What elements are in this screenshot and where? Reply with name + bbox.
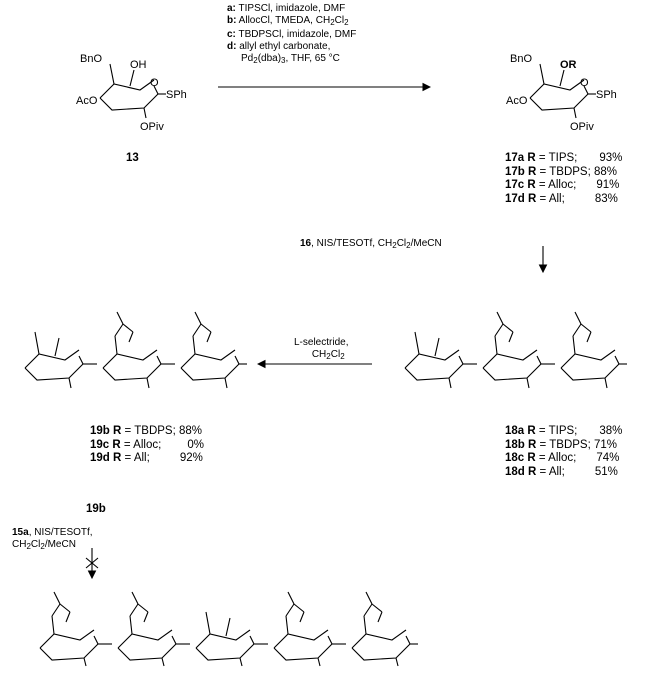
step2-conditions: 16, NIS/TESOTf, CH2Cl2/MeCN bbox=[300, 238, 442, 250]
step4-conditions: 15a, NIS/TESOTf, CH2Cl2/MeCN bbox=[12, 527, 93, 553]
step3-conditions: L-selectride, CH2Cl2 bbox=[294, 337, 348, 363]
yield-18a: 18a R = TIPS;38% bbox=[505, 425, 623, 437]
step3-line1: L-selectride, bbox=[294, 337, 349, 348]
aco-17: AcO bbox=[506, 95, 528, 107]
opiv-13: OPiv bbox=[140, 121, 164, 133]
yield-18b: 18b R = TBDPS; 71% bbox=[505, 438, 618, 451]
yield-17a: 17a R = TIPS;93% bbox=[505, 152, 623, 164]
yield-17d: 17d R = All;83% bbox=[505, 192, 618, 205]
yield-19b: 19b R = TBDPS; 88% bbox=[90, 425, 203, 437]
bno-13: BnO bbox=[80, 53, 102, 65]
compound-13: BnO OH AcO SPh OPiv O bbox=[76, 53, 187, 133]
sph-17: SPh bbox=[596, 89, 617, 101]
condition-d: d: allyl ethyl carbonate, bbox=[227, 41, 331, 52]
yield-17b: 17b R = TBDPS; 88% bbox=[505, 165, 618, 178]
condition-b: b: AllocCl, TMEDA, CH2Cl2 bbox=[227, 15, 349, 27]
or-17: OR bbox=[560, 59, 577, 71]
yield-19d: 19d R = All;92% bbox=[90, 452, 203, 464]
arrow-step4-cross-2 bbox=[85, 557, 99, 569]
yield-18c: 18c R = Alloc;74% bbox=[505, 452, 620, 464]
step4-line2: CH2Cl2/MeCN bbox=[12, 539, 76, 551]
yield-17c: 17c R = Alloc;91% bbox=[505, 179, 620, 191]
condition-c: c: TBDPSCl, imidazole, DMF bbox=[227, 29, 357, 40]
ring-o-13: O bbox=[150, 77, 159, 89]
condition-a: a: TIPSCl, imidazole, DMF bbox=[227, 3, 346, 14]
yield-18d: 18d R = All;51% bbox=[505, 465, 618, 478]
yields-17: 17a R = TIPS;93% 17b R = TBDPS; 88% 17c … bbox=[505, 152, 622, 206]
condition-d-cont: Pd2(dba)3, THF, 65 °C bbox=[241, 53, 340, 65]
compound-18 bbox=[404, 311, 627, 389]
compound-19 bbox=[24, 311, 247, 389]
compound-label-13: 13 bbox=[126, 152, 139, 164]
step1-conditions: a: TIPSCl, imidazole, DMF b: AllocCl, TM… bbox=[227, 3, 356, 67]
ring-o-17: O bbox=[580, 77, 589, 89]
compound-label-19b-start: 19b bbox=[86, 503, 106, 515]
sph-13: SPh bbox=[166, 89, 187, 101]
yield-19c: 19c R = Alloc;0% bbox=[90, 438, 204, 451]
compound-17: BnO OR AcO SPh OPiv O bbox=[506, 53, 617, 133]
opiv-17: OPiv bbox=[570, 121, 594, 133]
yields-19: 19b R = TBDPS; 88% 19c R = Alloc;0% 19d … bbox=[90, 425, 204, 466]
aco-13: AcO bbox=[76, 95, 98, 107]
step4-line1: 15a, NIS/TESOTf, bbox=[12, 527, 93, 538]
step3-line2: CH2Cl2 bbox=[311, 349, 345, 361]
yields-18: 18a R = TIPS;38% 18b R = TBDPS; 71% 18c … bbox=[505, 425, 622, 479]
compound-pentasaccharide bbox=[39, 591, 418, 667]
oh-13: OH bbox=[130, 59, 147, 71]
bno-17: BnO bbox=[510, 53, 532, 65]
